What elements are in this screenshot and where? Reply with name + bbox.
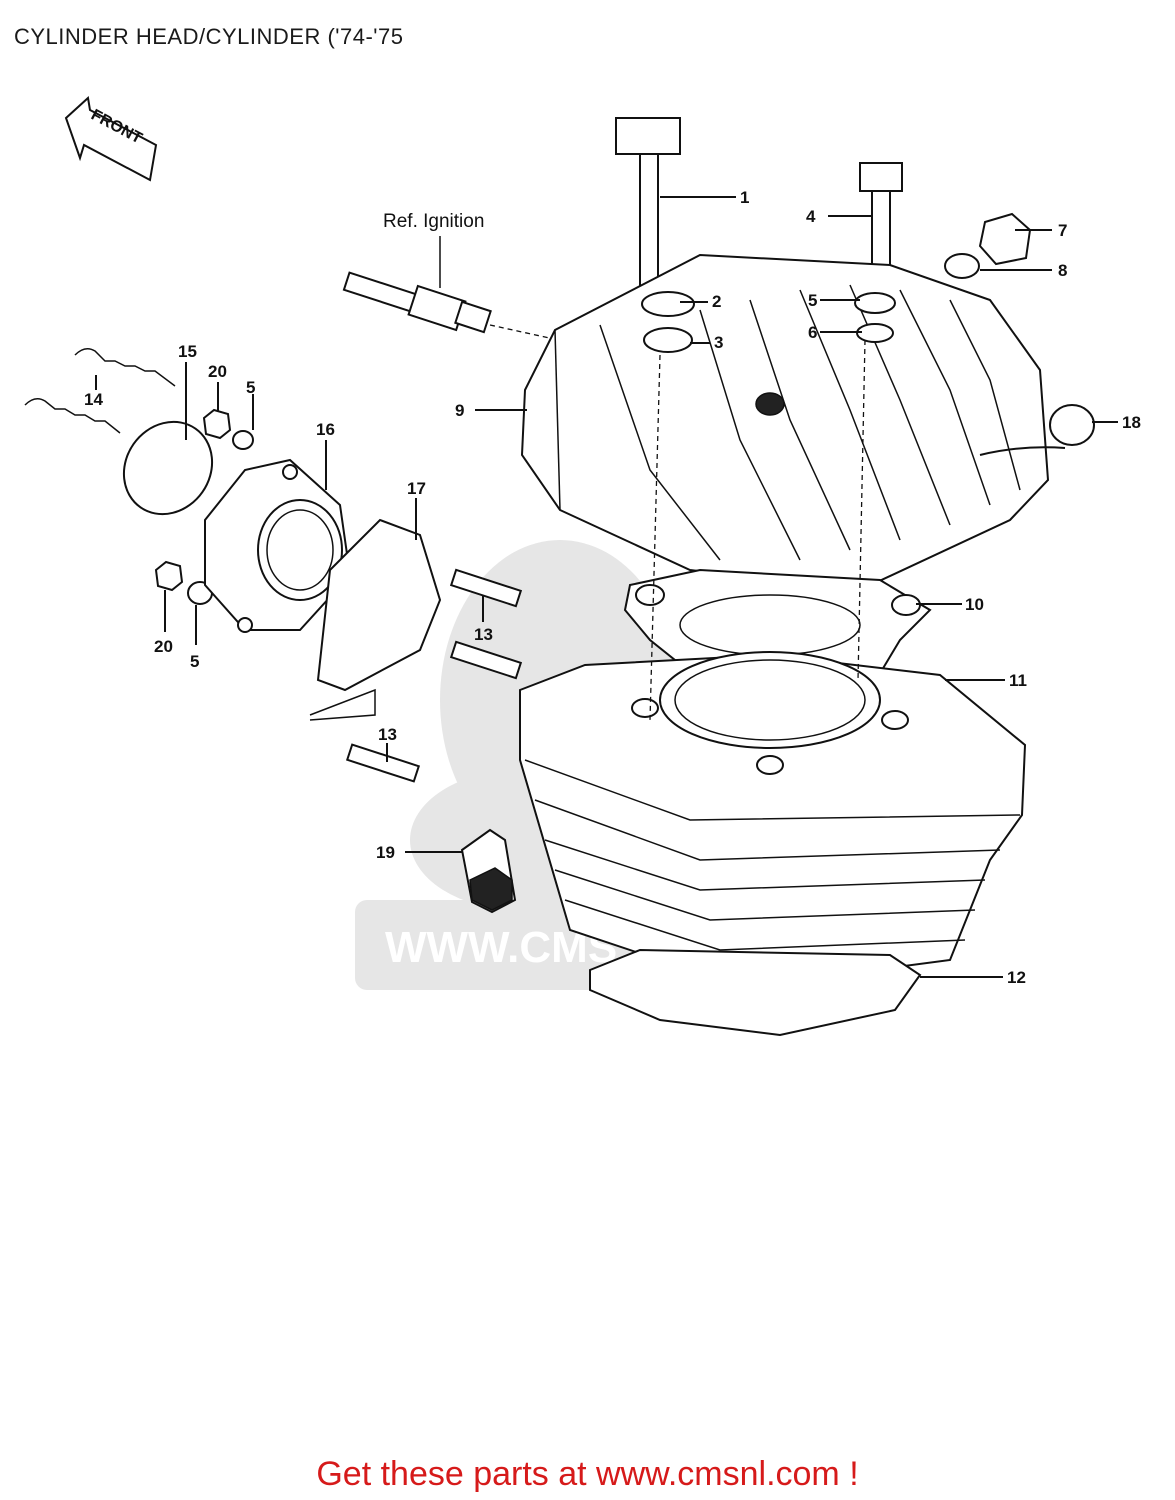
callout-9: 9 bbox=[455, 401, 464, 420]
stud-13a bbox=[449, 568, 523, 608]
base-gasket-12 bbox=[589, 948, 922, 1037]
callout-5b: 5 bbox=[246, 378, 255, 397]
callout-13a: 13 bbox=[474, 625, 493, 644]
cta-link[interactable]: Get these parts at www.cmsnl.com ! bbox=[316, 1455, 859, 1493]
callout-18: 18 bbox=[1122, 413, 1141, 432]
washer-8 bbox=[944, 253, 980, 279]
drain-plug-7 bbox=[978, 212, 1032, 266]
callout-13b: 13 bbox=[378, 725, 397, 744]
stud-13c bbox=[345, 743, 421, 783]
callout-15: 15 bbox=[178, 342, 197, 361]
cap-18 bbox=[1049, 404, 1095, 446]
callout-6: 6 bbox=[808, 323, 817, 342]
washer-5b bbox=[232, 430, 254, 450]
insulator-19 bbox=[460, 828, 517, 914]
callout-1: 1 bbox=[740, 188, 749, 207]
callout-3: 3 bbox=[714, 333, 723, 352]
cylinder-11 bbox=[519, 651, 1027, 987]
front-arrow-icon: FRONT bbox=[64, 96, 158, 182]
intake-gasket-17 bbox=[316, 518, 442, 692]
intake-flange-16 bbox=[204, 458, 352, 633]
callout-20b: 20 bbox=[154, 637, 173, 656]
nut-20a bbox=[202, 408, 232, 440]
ref-ignition-label: Ref. Ignition bbox=[383, 211, 484, 232]
callout-7: 7 bbox=[1058, 221, 1067, 240]
callout-5c: 5 bbox=[190, 652, 199, 671]
callout-5: 5 bbox=[808, 291, 817, 310]
callout-16: 16 bbox=[316, 420, 335, 439]
callout-4: 4 bbox=[806, 207, 816, 226]
callout-17: 17 bbox=[407, 479, 426, 498]
callout-12: 12 bbox=[1007, 968, 1026, 987]
o-ring-15 bbox=[122, 420, 214, 516]
callout-8: 8 bbox=[1058, 261, 1067, 280]
spring-14 bbox=[24, 348, 176, 434]
callout-2: 2 bbox=[712, 292, 721, 311]
nut-20b bbox=[154, 560, 184, 592]
stud-13b bbox=[449, 640, 523, 680]
callout-10: 10 bbox=[965, 595, 984, 614]
bolt-1 bbox=[615, 117, 681, 293]
cylinder-head bbox=[520, 253, 1050, 592]
callout-14: 14 bbox=[84, 390, 103, 409]
callout-20a: 20 bbox=[208, 362, 227, 381]
spark-plug bbox=[342, 271, 492, 334]
callout-11: 11 bbox=[1009, 671, 1027, 690]
page-title: CYLINDER HEAD/CYLINDER ('74-'75 bbox=[14, 24, 404, 49]
callout-19: 19 bbox=[376, 843, 395, 862]
